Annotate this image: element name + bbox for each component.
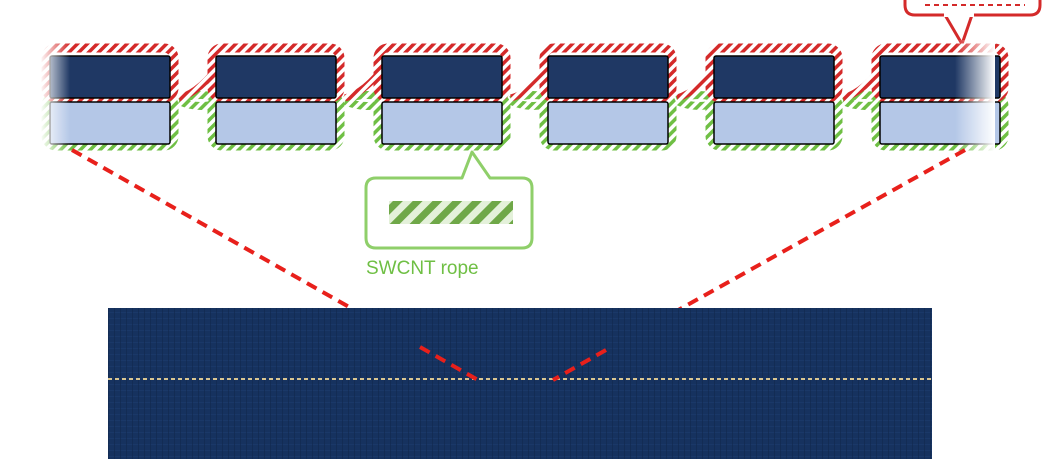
left-fade [40,40,70,160]
light-block [215,101,337,145]
dark-block [547,55,669,99]
swcnt-legend-callout [364,150,534,250]
light-block [547,101,669,145]
light-block [713,101,835,145]
light-block [381,101,503,145]
swcnt-legend-label: SWCNT rope [366,258,479,279]
dark-block [713,55,835,99]
zoom-line-right [552,148,966,382]
block-chain [41,43,1009,151]
top-right-callout [903,0,1042,46]
swcnt-rope-swatch [389,201,513,224]
zoom-line-right-inner [552,348,607,382]
dark-block [381,55,503,99]
zoom-line-left-inner [419,345,479,382]
fabric-photo [108,308,932,459]
dark-block [215,55,337,99]
right-fade [955,40,995,160]
